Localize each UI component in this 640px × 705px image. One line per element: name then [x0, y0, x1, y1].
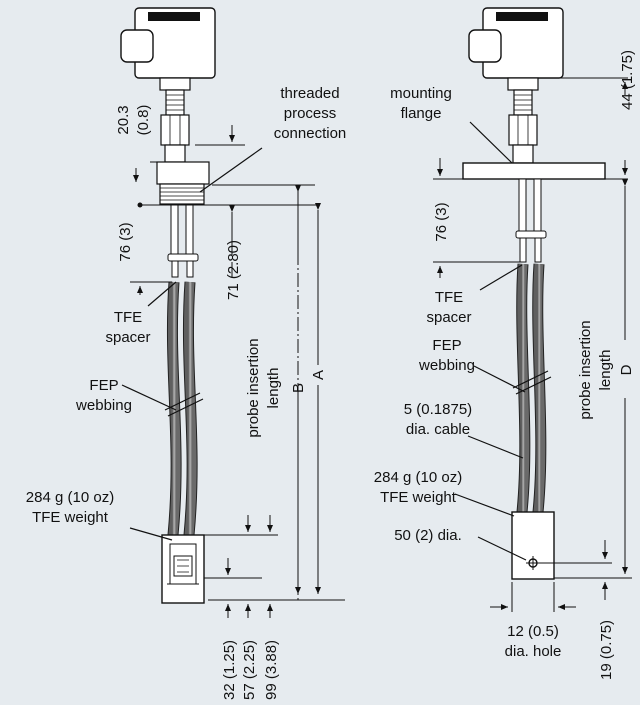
- label-dia-cable: dia. cable: [406, 421, 470, 438]
- right-weight: [511, 511, 555, 580]
- label-tfe-weight-right: TFE weight: [380, 489, 457, 506]
- label-process: process: [284, 105, 337, 122]
- left-weight: [161, 534, 205, 604]
- label-weight-right: 284 g (10 oz): [374, 469, 462, 486]
- label-webbing-right: webbing: [418, 357, 475, 374]
- dim-76-3-right: 76 (3): [433, 202, 450, 241]
- dim-19: 19 (0.75): [598, 620, 615, 680]
- label-spacer-left: spacer: [105, 329, 150, 346]
- label-weight-left: 284 g (10 oz): [26, 489, 114, 506]
- label-mounting: mounting: [390, 85, 452, 102]
- label-hole-width: 12 (0.5): [507, 623, 559, 640]
- left-rods: [167, 203, 199, 278]
- label-dia-hole: dia. hole: [505, 643, 562, 660]
- right-rods: [515, 178, 547, 263]
- label-b: B: [290, 383, 307, 393]
- label-probe-insertion-left: probe insertion: [245, 338, 262, 437]
- right-cables: [512, 263, 552, 513]
- dim-0-8: (0.8): [135, 105, 152, 136]
- label-fep-right: FEP: [432, 337, 461, 354]
- dim-20-3: 20.3: [115, 105, 132, 134]
- label-fep-left: FEP: [89, 377, 118, 394]
- label-length-left: length: [265, 368, 282, 409]
- right-labels: mounting flange 44 (1.75) 76 (3) TFE spa…: [374, 50, 636, 680]
- label-d: D: [618, 364, 635, 375]
- label-threaded: threaded: [280, 85, 339, 102]
- label-cable-size: 5 (0.1875): [404, 401, 472, 418]
- dim-71: 71 (2.80): [225, 240, 242, 300]
- dim-44: 44 (1.75): [619, 50, 636, 110]
- dim-76-3-left: 76 (3): [117, 222, 134, 261]
- right-housing: [462, 7, 606, 180]
- label-webbing-left: webbing: [75, 397, 132, 414]
- label-tfe-weight-left: TFE weight: [32, 509, 109, 526]
- label-tfe-right: TFE: [435, 289, 463, 306]
- label-spacer-right: spacer: [426, 309, 471, 326]
- left-cables: [164, 281, 204, 536]
- right-probe: [433, 7, 632, 612]
- left-housing: [120, 7, 216, 205]
- label-hole-dia: 50 (2) dia.: [394, 527, 462, 544]
- dim-57: 57 (2.25): [241, 640, 258, 700]
- label-length-right: length: [597, 350, 614, 391]
- left-probe: [120, 7, 345, 618]
- label-a: A: [310, 370, 327, 380]
- dim-99: 99 (3.88): [263, 640, 280, 700]
- dim-32: 32 (1.25): [221, 640, 238, 700]
- label-tfe-left: TFE: [114, 309, 142, 326]
- label-probe-insertion-right: probe insertion: [577, 320, 594, 419]
- label-connection: connection: [274, 125, 347, 142]
- left-labels: threaded process connection 20.3 (0.8) 7…: [26, 85, 346, 700]
- label-flange: flange: [401, 105, 442, 122]
